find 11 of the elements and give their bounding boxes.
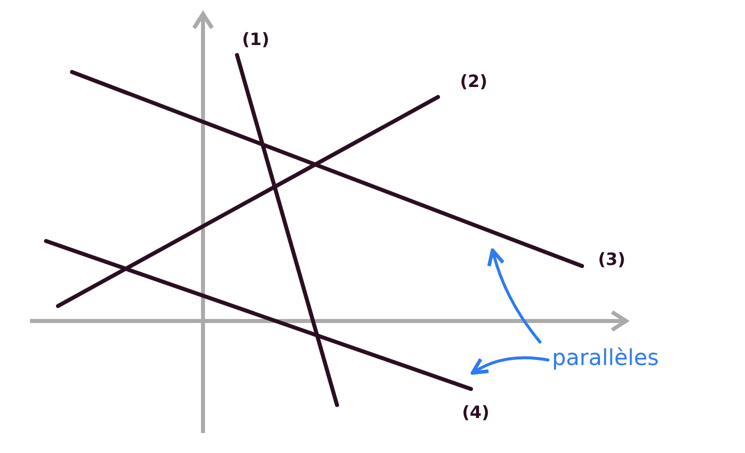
annotation-text: parallèles: [552, 346, 659, 371]
straight-line: [70, 70, 584, 268]
straight-line: [56, 95, 440, 308]
line-label: (2): [460, 72, 488, 92]
straight-line: [44, 239, 473, 391]
curved-arrow: [470, 356, 550, 375]
straight-line: [235, 53, 339, 407]
line-label: (3): [598, 250, 626, 270]
curved-arrow: [488, 248, 542, 344]
line-label: (1): [242, 30, 270, 50]
line-label: (4): [462, 403, 490, 423]
